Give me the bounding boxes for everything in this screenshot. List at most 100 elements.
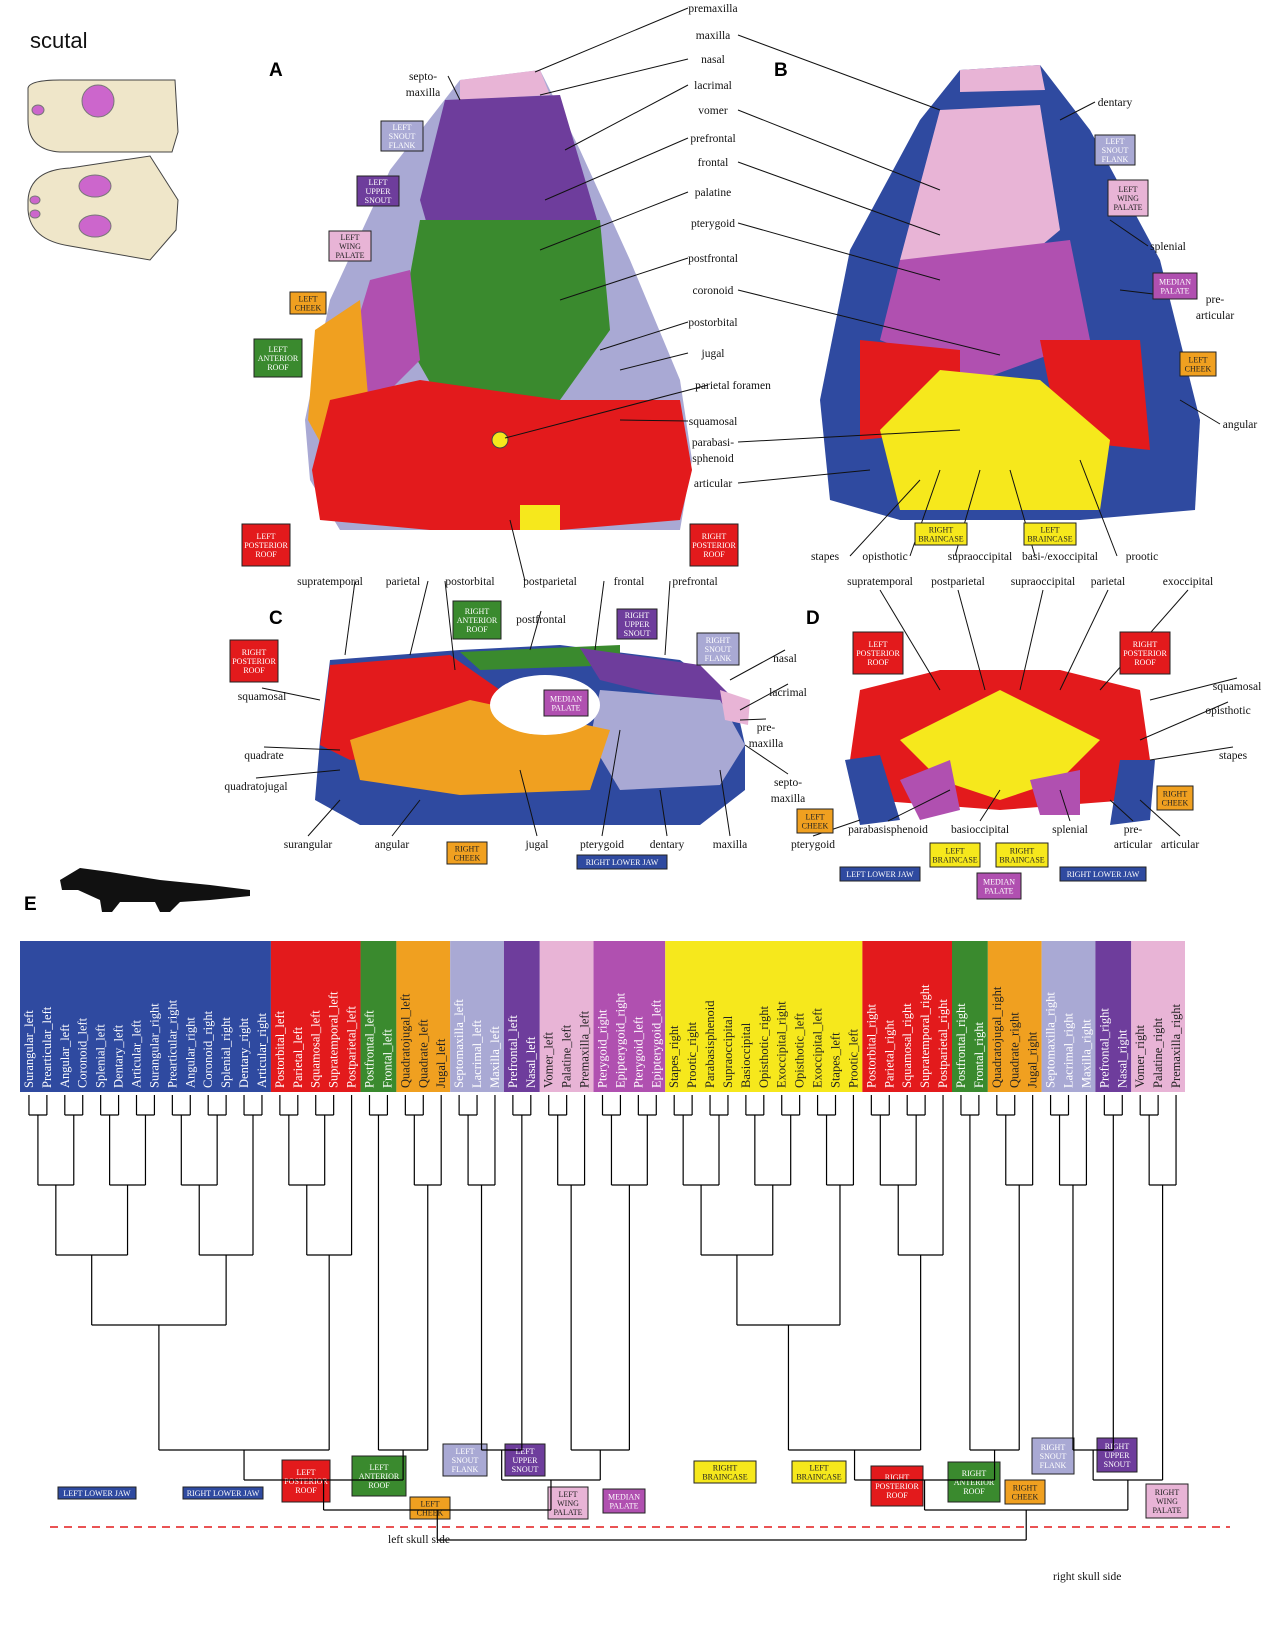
- module-box-text: LEFT: [368, 178, 387, 187]
- module-box-text: SNOUT: [1102, 146, 1129, 155]
- leader-line: [601, 729, 621, 837]
- module-box-e-right-lower-jaw: RIGHT LOWER JAW: [182, 1486, 264, 1500]
- panel-b-skull-ventral: [820, 65, 1200, 520]
- dendrogram-group-block: [503, 941, 540, 1092]
- module-box-text: SNOUT: [365, 196, 392, 205]
- module-box-text: ANTERIOR: [359, 1472, 400, 1481]
- dendrogram-leaf-label: Postorbital_left: [273, 1010, 287, 1088]
- scutal-scute-spot: [78, 174, 112, 198]
- module-box-text: ANTERIOR: [954, 1478, 995, 1487]
- dendrogram-group-block: [862, 941, 952, 1092]
- module-box-background: [351, 1455, 407, 1497]
- leader-line: [619, 352, 689, 371]
- leader-line: [1139, 799, 1181, 837]
- label-panel-a: prootic: [1126, 551, 1159, 563]
- dendrogram-group-block: [450, 941, 504, 1092]
- module-box-text: LEFT: [868, 640, 887, 649]
- module-box-background: [602, 1488, 646, 1514]
- dendrogram-leaf-label: Angular_left: [58, 1024, 72, 1088]
- dendrogram-leaf-label: Premaxilla_left: [578, 1010, 592, 1088]
- dendrogram-leaf-label: Prearticular_left: [40, 1006, 54, 1088]
- label-panel-c: maxilla: [771, 793, 806, 805]
- module-box-text: POSTERIOR: [692, 541, 736, 550]
- module-box-background: [1152, 272, 1198, 300]
- module-box-text: RIGHT LOWER JAW: [1067, 870, 1140, 879]
- module-box-text: RIGHT: [1155, 1488, 1180, 1497]
- leader-line: [564, 84, 689, 151]
- module-box-e-left-lower-jaw: LEFT LOWER JAW: [57, 1486, 137, 1500]
- dendrogram-leaf-label: Parietal_left: [291, 1026, 305, 1088]
- label-panel-c: lacrimal: [769, 687, 807, 699]
- label-panel-a: coronoid: [693, 285, 734, 297]
- module-box-background: [976, 872, 1022, 900]
- label-panel-a: supratemporal: [297, 576, 363, 588]
- scutal-title: scutal: [30, 28, 87, 53]
- module-box-text: UPPER: [366, 187, 392, 196]
- module-box-background: [796, 808, 834, 834]
- module-box-background: [1107, 179, 1149, 217]
- dendrogram-leaf-label: Supratemporal_left: [327, 991, 341, 1088]
- leader-line: [447, 75, 461, 101]
- anterior-roof-region: [400, 220, 610, 400]
- module-box-text: RIGHT: [1133, 640, 1158, 649]
- module-box-text: LEFT: [298, 295, 317, 304]
- dendrogram-leaf-label: Nasal_right: [1115, 1029, 1129, 1088]
- module-box-text: LEFT: [420, 1500, 439, 1509]
- module-box-background: [229, 639, 279, 683]
- leader-line: [1139, 701, 1229, 741]
- dendrogram-leaf-label: Prefrontal_left: [506, 1015, 520, 1088]
- leader-line: [539, 191, 689, 251]
- module-box-text: CHEEK: [454, 854, 481, 863]
- dendrogram-leaf-label: Epipterygoid_right: [613, 992, 627, 1088]
- dendrogram-leaf-label: Splenial_left: [94, 1024, 108, 1088]
- module-box-text: PALATE: [551, 704, 580, 713]
- module-box-background: [616, 608, 658, 640]
- module-box-text: BRAINCASE: [796, 1473, 841, 1482]
- dendrogram-leaf-label: Splenial_right: [219, 1017, 233, 1088]
- animal-silhouette: [60, 868, 250, 912]
- module-box-text: BRAINCASE: [1027, 535, 1072, 544]
- module-box-text: ROOF: [243, 666, 265, 675]
- dendrogram-leaf-label: Nasal_left: [524, 1036, 538, 1088]
- module-box-text: SNOUT: [1104, 1460, 1131, 1469]
- label-panel-c: pterygoid: [580, 839, 624, 851]
- dendrogram-group-block: [952, 941, 988, 1092]
- scutal-skull-ventral: [27, 155, 179, 261]
- dendrogram-leaf-label: Angular_right: [183, 1017, 197, 1088]
- label-panel-a: postparietal: [523, 576, 577, 588]
- module-box-background: [689, 523, 739, 567]
- panel-letter-d: D: [806, 608, 820, 629]
- label-panel-c: maxilla: [713, 839, 748, 851]
- label-panel-a: postorbital: [688, 317, 737, 329]
- leader-line: [1149, 677, 1238, 701]
- module-box-d-left-lower-jaw: LEFT LOWER JAW: [839, 866, 921, 882]
- module-box-background: [1179, 351, 1217, 377]
- label-panel-a: opisthotic: [862, 551, 907, 563]
- dendrogram-leaf-label: Postfrontal_right: [954, 1003, 968, 1088]
- leader-line: [1059, 789, 1071, 822]
- module-box-background: [409, 1496, 451, 1520]
- label-panel-a: basi-/exoccipital: [1022, 551, 1098, 563]
- label-panel-a: vomer: [698, 105, 728, 117]
- dendrogram-leaf-label: Basioccipital: [739, 1022, 753, 1088]
- module-box-text: SNOUT: [452, 1456, 479, 1465]
- module-box-background: [446, 841, 488, 865]
- dendrogram-leaf-label: Surangular_right: [147, 1003, 161, 1088]
- label-panel-c: pre-: [757, 722, 776, 734]
- scutal-scute-spot: [81, 84, 115, 118]
- module-box-background: [1094, 134, 1136, 166]
- module-box-text: RIGHT: [702, 532, 727, 541]
- module-box-text: POSTERIOR: [875, 1482, 919, 1491]
- module-box-background: [696, 632, 740, 666]
- module-box-text: PALATE: [984, 887, 1013, 896]
- braincase-region: [520, 505, 560, 530]
- median-palate-region: [900, 760, 960, 820]
- module-box-text: WING: [1156, 1497, 1178, 1506]
